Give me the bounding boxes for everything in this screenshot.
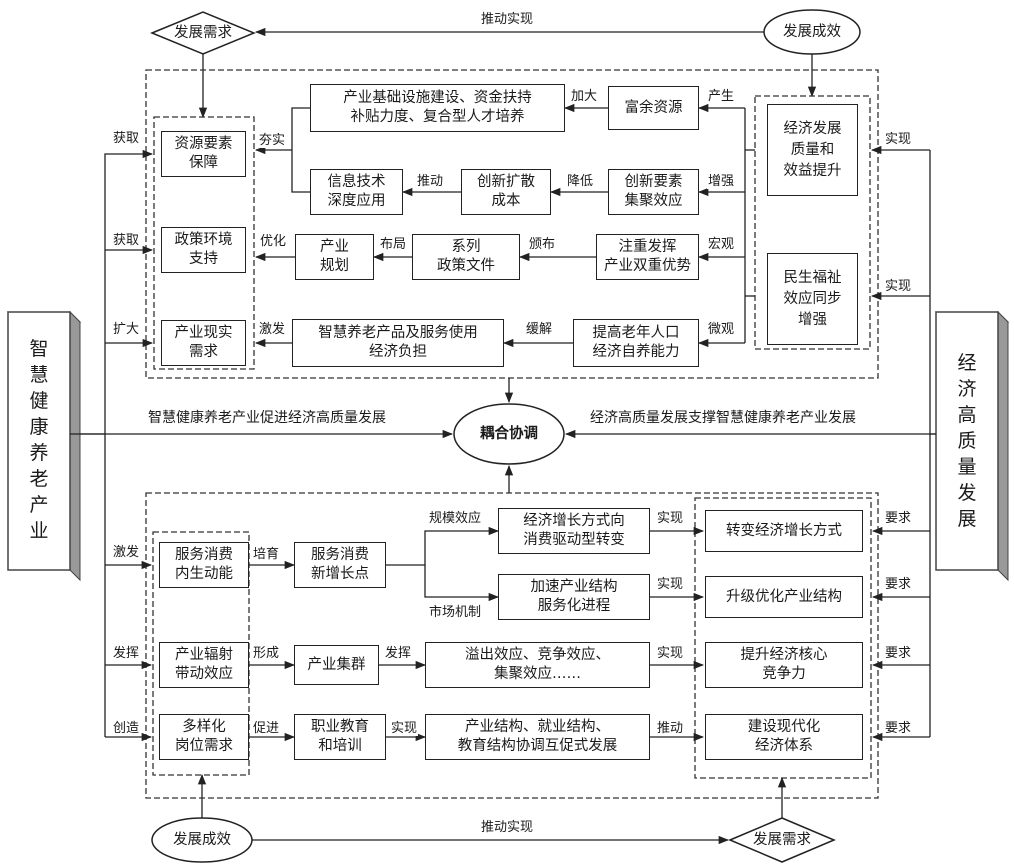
box-surplus-resources: 富余资源 [608, 86, 699, 130]
center-left-label: 智慧健康养老产业促进经济高质量发展 [148, 410, 386, 426]
lbl-bottom-create: 创造 [112, 721, 141, 736]
box-radiation-effect: 产业辐射 带动效应 [159, 642, 249, 688]
box-growth-mode-shift: 经济增长方式向 消费驱动型转变 [498, 508, 650, 554]
box-consumption-momentum: 服务消费 内生动能 [159, 542, 249, 588]
box-core-competitiveness: 提升经济核心 竞争力 [705, 642, 863, 688]
box-quality-efficiency: 经济发展 质量和 效益提升 [767, 104, 858, 196]
lbl-b2-exert: 发挥 [384, 646, 413, 661]
center-ellipse-shape [453, 403, 565, 465]
box-upgrade-structure: 升级优化产业结构 [705, 576, 863, 618]
lbl-bottom-exert: 发挥 [112, 646, 141, 661]
lbl-r3-optimize: 优化 [259, 234, 288, 249]
top-right-ellipse-text: 发展成效 [783, 24, 841, 40]
bottom-left-ellipse-text: 发展成效 [173, 832, 231, 848]
lbl-top-obtain-1: 获取 [112, 131, 141, 146]
center-ellipse-text: 耦合协调 [480, 426, 538, 442]
box-service-structure: 加速产业结构 服务化进程 [498, 574, 650, 620]
top-right-group [754, 95, 871, 350]
right-pillar-text: 经 济 高 质 量 发 展 [957, 352, 977, 530]
box-livelihood: 民生福祉 效应同步 增强 [767, 253, 858, 345]
lbl-r3-issue: 颁布 [528, 237, 557, 252]
lbl-b2-realize: 实现 [656, 646, 685, 661]
bottom-right-diamond [728, 817, 836, 863]
lbl-bottom-require-1: 要求 [884, 511, 913, 526]
lbl-top-obtain-2: 获取 [112, 233, 141, 248]
lbl-r4-micro: 微观 [707, 322, 736, 337]
box-industry-cluster: 产业集群 [294, 645, 379, 685]
box-spillover: 溢出效应、竞争效应、 集聚效应…… [425, 642, 650, 688]
left-pillar [6, 310, 82, 582]
bottom-arrow-label: 推动实现 [480, 820, 535, 835]
lbl-b1-market-mechanism: 市场机制 [429, 605, 482, 620]
top-frame [145, 69, 879, 379]
lbl-bottom-stimulate: 激发 [112, 545, 141, 560]
box-coordinated-development: 产业结构、就业结构、 教育结构协调互促式发展 [425, 714, 650, 760]
box-infrastructure: 产业基础设施建设、资金扶持 补贴力度、复合型人才培养 [310, 84, 565, 132]
lbl-b3-drive: 推动 [656, 721, 685, 736]
lbl-b3-realize: 实现 [390, 721, 419, 736]
lbl-b1-realize-2: 实现 [656, 577, 685, 592]
lbl-bottom-require-3: 要求 [884, 646, 913, 661]
lbl-r1-produce: 产生 [707, 89, 736, 104]
lbl-r1-increase: 加大 [570, 89, 599, 104]
box-transform-growth: 转变经济增长方式 [705, 510, 863, 552]
top-left-group [153, 116, 255, 370]
left-pillar-text: 智 慧 健 康 养 老 产 业 [29, 338, 49, 542]
right-pillar [934, 310, 1010, 582]
box-industry-planning: 产业 规划 [295, 234, 374, 280]
lbl-b3-promote: 促进 [252, 721, 281, 736]
box-consumption-growth: 服务消费 新增长点 [294, 542, 386, 588]
lbl-top-realize-2: 实现 [884, 279, 913, 294]
lbl-top-expand: 扩大 [112, 322, 141, 337]
lbl-r4-stimulate: 激发 [258, 322, 287, 337]
lbl-b2-form: 形成 [252, 646, 281, 661]
lbl-r3-layout: 布局 [379, 237, 408, 252]
lbl-bottom-require-4: 要求 [884, 721, 913, 736]
lbl-r2-promote: 推动 [416, 174, 445, 189]
lbl-r1-consolidate: 夯实 [258, 133, 287, 148]
box-innovation-cluster: 创新要素 集聚效应 [608, 169, 699, 215]
bottom-right-group [694, 497, 872, 779]
box-it-application: 信息技术 深度应用 [310, 169, 403, 215]
box-modern-economy: 建设现代化 经济体系 [705, 714, 863, 760]
bottom-left-group [152, 531, 250, 776]
box-dual-advantage: 注重发挥 产业双重优势 [596, 234, 699, 280]
lbl-r4-relieve: 缓解 [525, 322, 554, 337]
box-resource-guarantee: 资源要素 保障 [161, 131, 246, 177]
bottom-right-diamond-text: 发展需求 [753, 832, 811, 848]
lbl-b1-realize-1: 实现 [656, 511, 685, 526]
top-arrow-label: 推动实现 [480, 12, 535, 27]
lbl-b1-cultivate: 培育 [252, 547, 281, 562]
lbl-r2-reduce: 降低 [566, 174, 595, 189]
box-diffusion-cost: 创新扩散 成本 [461, 169, 551, 215]
center-right-label: 经济高质量发展支撑智慧健康养老产业发展 [590, 410, 856, 426]
box-economic-burden: 智慧养老产品及服务使用 经济负担 [292, 319, 504, 367]
lbl-b1-scale-effect: 规模效应 [428, 511, 483, 526]
box-industry-demand: 产业现实 需求 [161, 320, 246, 366]
box-diverse-jobs: 多样化 岗位需求 [159, 714, 249, 760]
top-left-diamond-text: 发展需求 [174, 25, 232, 41]
bottom-frame [145, 492, 879, 799]
lbl-bottom-require-2: 要求 [884, 577, 913, 592]
lbl-r2-enhance: 增强 [707, 174, 736, 189]
box-policy-documents: 系列 政策文件 [412, 234, 520, 280]
box-self-support: 提高老年人口 经济自养能力 [573, 319, 699, 367]
lbl-top-realize-1: 实现 [884, 132, 913, 147]
box-policy-support: 政策环境 支持 [161, 227, 246, 273]
top-left-diamond [150, 11, 256, 55]
box-vocational-training: 职业教育 和培训 [294, 714, 386, 760]
lbl-r3-macro: 宏观 [707, 237, 736, 252]
